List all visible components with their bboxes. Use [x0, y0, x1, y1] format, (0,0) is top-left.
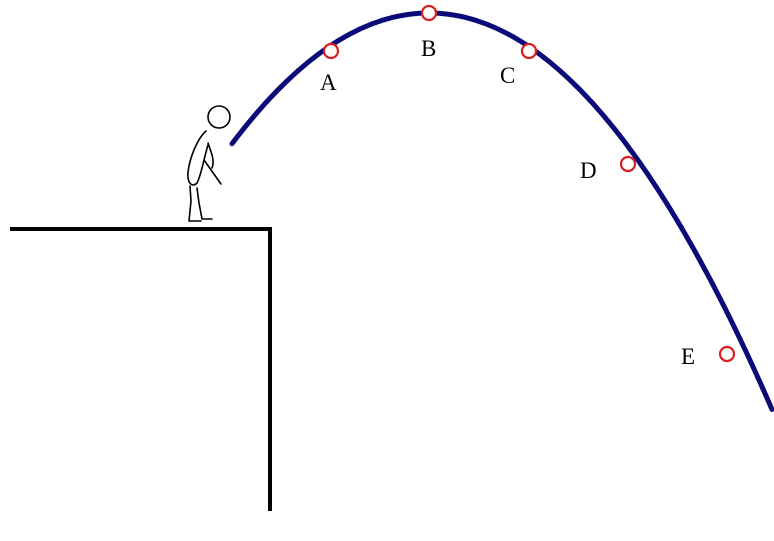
- trajectory-points: [322, 4, 736, 363]
- figure-head: [207, 105, 231, 129]
- cliff: [10, 227, 272, 511]
- point-c-label: C: [500, 63, 515, 88]
- point-c-marker: [520, 42, 538, 60]
- point-d-label: D: [580, 158, 597, 183]
- point-b-marker: [420, 4, 438, 22]
- point-e-label: E: [681, 344, 695, 369]
- point-a-label: A: [320, 70, 337, 95]
- figure-arm: [203, 142, 222, 185]
- point-labels: A B C D E: [320, 36, 695, 369]
- point-a-marker: [322, 42, 340, 60]
- point-b-label: B: [421, 36, 436, 61]
- figure-legs: [188, 185, 213, 222]
- point-d-marker: [619, 155, 637, 173]
- point-e-marker: [718, 345, 736, 363]
- figure-body: [187, 130, 209, 186]
- thrower-figure: [187, 105, 231, 222]
- trajectory-curve: [229, 10, 774, 412]
